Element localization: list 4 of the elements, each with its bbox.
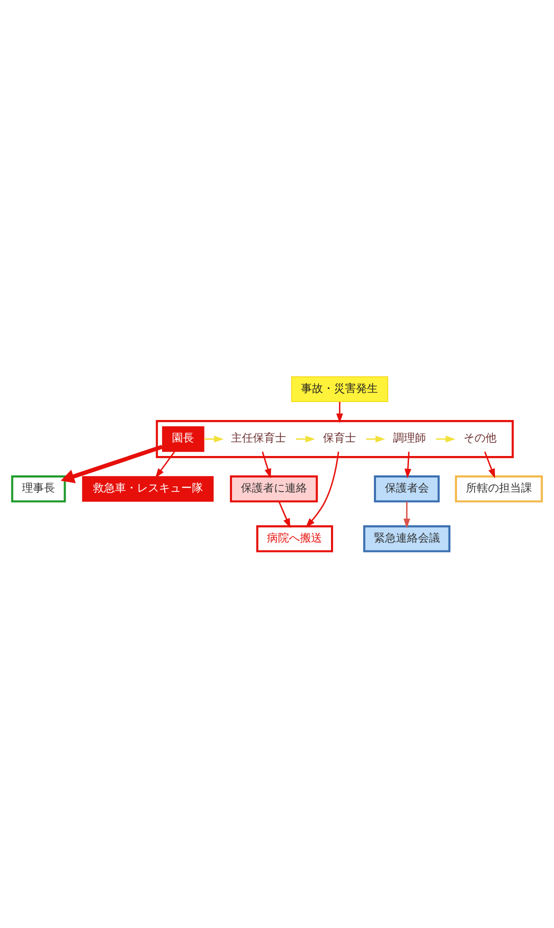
node-text: 調理師 xyxy=(393,432,426,445)
node-text: その他 xyxy=(464,432,497,445)
node-text: 主任保育士 xyxy=(231,432,286,445)
node-text: 保育士 xyxy=(323,432,356,445)
